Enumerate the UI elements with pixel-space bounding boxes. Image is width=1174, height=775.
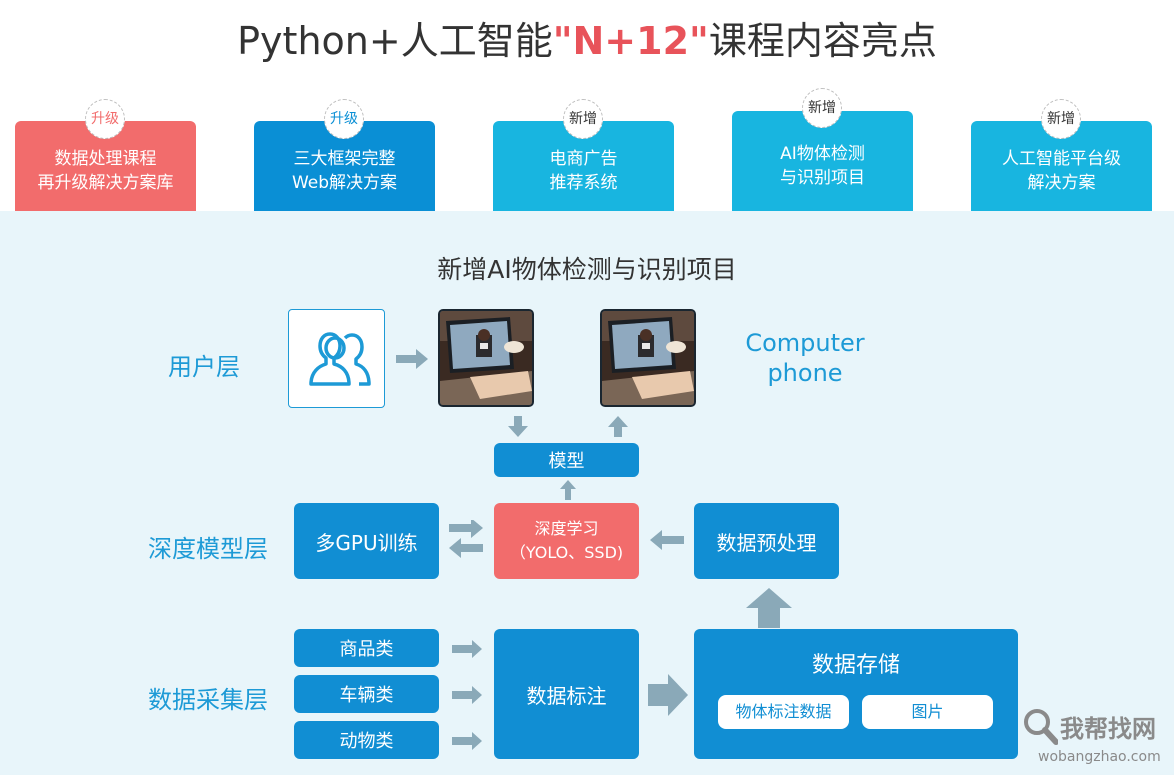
deep-learning-box: 深度学习 （YOLO、SSD): [494, 503, 639, 579]
category-animals: 动物类: [294, 721, 439, 759]
device-label-line1: Computer: [745, 329, 865, 357]
card-line2: 再升级解决方案库: [37, 172, 174, 193]
title-prefix: Python+人工智能: [237, 19, 553, 63]
card-badge-new: 新增: [1041, 99, 1081, 139]
laptop-video-call-photo: [600, 309, 696, 407]
card-badge-upgrade: 升级: [85, 99, 125, 139]
title-suffix: 课程内容亮点: [708, 19, 937, 63]
card-badge-new: 新增: [802, 88, 842, 128]
card-line2: 解决方案: [1027, 172, 1096, 193]
user-group-icon: [309, 332, 371, 386]
deep-learning-line1: 深度学习: [534, 519, 599, 538]
card-badge-new: 新增: [563, 99, 603, 139]
watermark: 我帮找网 wobangzhao.com: [1020, 705, 1174, 775]
laptop-video-call-photo: [438, 309, 534, 407]
arrow-right: [452, 732, 482, 750]
card-badge-upgrade: 升级: [324, 99, 364, 139]
layer-label-data-collection: 数据采集层: [148, 686, 268, 714]
device-label: Computer phone: [730, 328, 880, 388]
arrow-right-large: [648, 674, 688, 716]
user-box: [288, 309, 385, 408]
arrow-down: [508, 416, 528, 437]
category-products: 商品类: [294, 629, 439, 667]
arrow-right: [396, 349, 428, 369]
storage-box: 数据存储 物体标注数据 图片: [694, 629, 1018, 759]
search-icon: [1024, 709, 1058, 745]
arrow-right: [452, 640, 482, 658]
multi-gpu-box: 多GPU训练: [294, 503, 439, 579]
card-line1: 数据处理课程: [54, 148, 157, 169]
category-vehicles: 车辆类: [294, 675, 439, 713]
card-line1: 三大框架完整: [293, 148, 396, 169]
arrow-up: [560, 480, 576, 500]
card-line1: 电商广告: [549, 148, 618, 169]
card-web-frameworks: 三大框架完整 Web解决方案: [254, 121, 435, 212]
storage-title: 数据存储: [811, 653, 900, 678]
card-line2: 推荐系统: [549, 172, 618, 193]
arrow-left: [650, 530, 684, 550]
arrow-up: [608, 416, 628, 437]
watermark-url: wobangzhao.com: [1038, 749, 1161, 765]
card-line2: Web解决方案: [291, 172, 398, 193]
storage-item-images: 图片: [862, 695, 993, 729]
annotation-box: 数据标注: [494, 629, 639, 759]
preprocess-box: 数据预处理: [694, 503, 839, 579]
arrow-up-large: [746, 588, 792, 628]
diagram-subtitle: 新增AI物体检测与识别项目: [437, 255, 737, 284]
card-line1: 人工智能平台级: [1002, 148, 1121, 169]
device-label-line2: phone: [767, 359, 843, 387]
page-title: Python+人工智能"N+12"课程内容亮点: [0, 10, 1174, 65]
layer-label-deep-model: 深度模型层: [148, 535, 268, 563]
deep-learning-line2: （YOLO、SSD): [509, 543, 624, 562]
card-line1: AI物体检测: [780, 143, 865, 164]
watermark-text: 我帮找网: [1060, 715, 1156, 743]
storage-item-annotation-data: 物体标注数据: [718, 695, 849, 729]
bidirectional-arrow: [449, 520, 483, 558]
model-box: 模型: [494, 443, 639, 477]
card-line2: 与识别项目: [780, 167, 865, 188]
title-highlight: "N+12": [552, 19, 709, 63]
layer-label-user: 用户层: [168, 353, 240, 381]
arrow-right: [452, 686, 482, 704]
